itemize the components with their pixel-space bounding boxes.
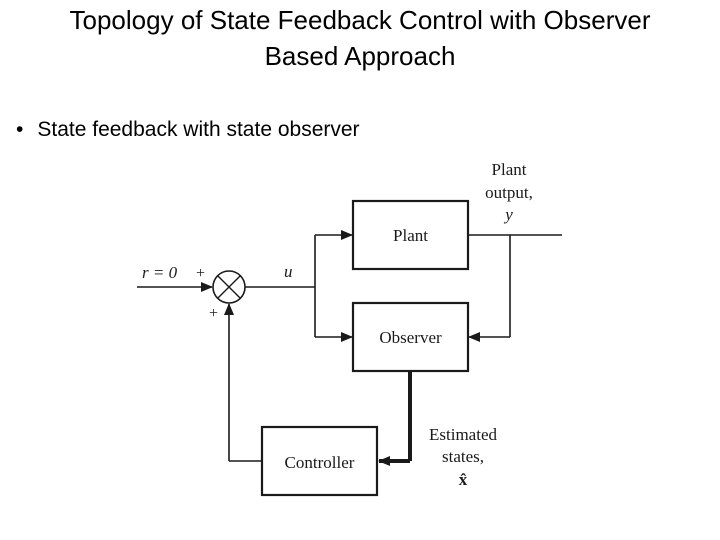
sum-plus-bottom: +	[209, 305, 218, 322]
plant-label: Plant	[393, 226, 428, 245]
summing-junction	[212, 270, 246, 304]
plant-output-label-line-2: output,	[485, 183, 533, 202]
bullet-text: State feedback with state observer	[37, 118, 360, 141]
estimated-states-symbol: x̂	[459, 470, 468, 489]
control-signal-label: u	[284, 262, 293, 281]
bullet-item: • State feedback with state observer	[16, 116, 360, 144]
estimated-states-label-line-2: states,	[442, 447, 484, 466]
controller-block	[260, 425, 379, 497]
sum-plus-top: +	[196, 265, 205, 282]
bullet-dot: •	[16, 118, 24, 141]
reference-label: r = 0	[142, 263, 178, 282]
plant-output-symbol: y	[503, 205, 513, 224]
plant-output-label-line-1: Plant	[492, 160, 527, 179]
slide-title-line-2: Based Approach	[264, 41, 456, 71]
slide-title-line-1: Topology of State Feedback Control with …	[69, 5, 651, 35]
controller-label: Controller	[285, 453, 355, 472]
slide-title: Topology of State Feedback Control with …	[0, 2, 720, 74]
estimated-states-label-line-1: Estimated	[429, 425, 497, 444]
plant-block	[351, 199, 470, 271]
observer-label: Observer	[379, 328, 442, 347]
